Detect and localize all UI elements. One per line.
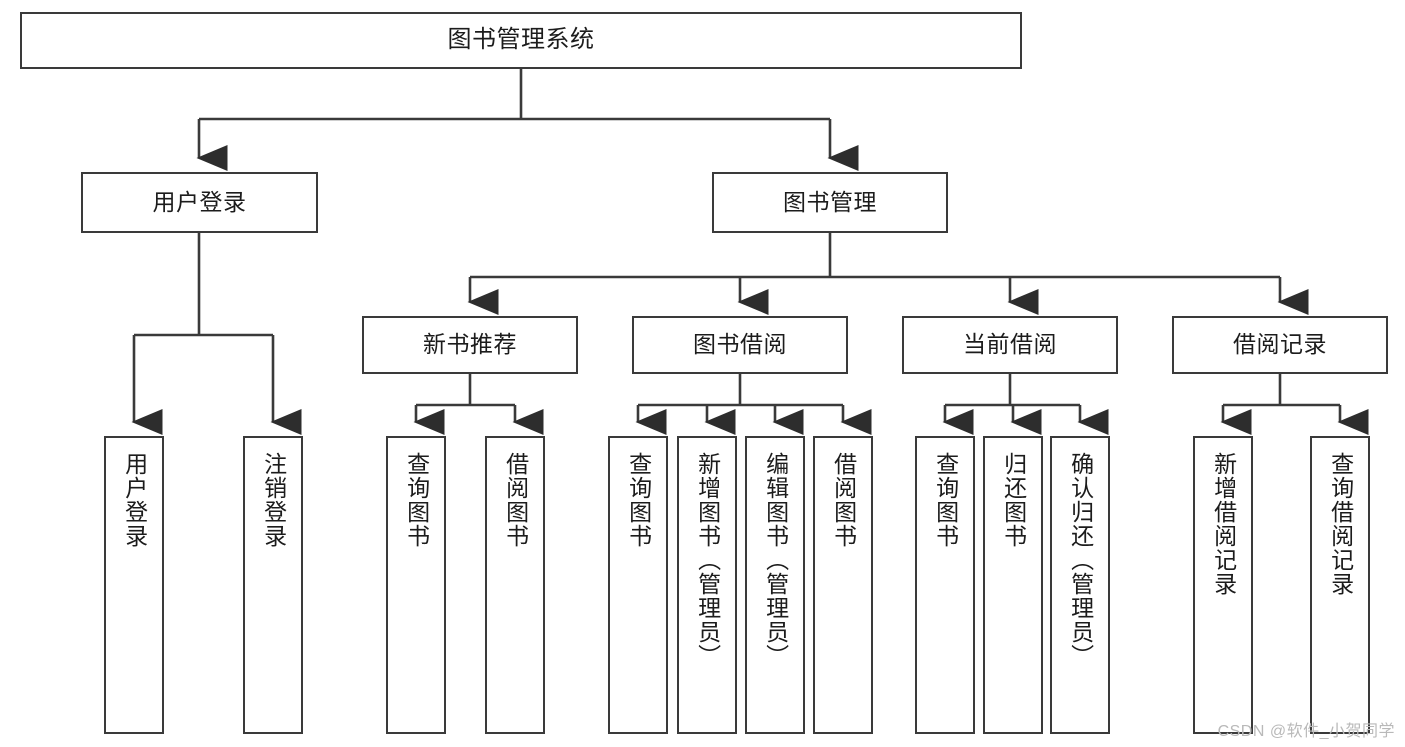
leaf-query-book-c[interactable]: 查询图书 <box>915 436 975 734</box>
node-current-borrow[interactable]: 当前借阅 <box>902 316 1118 374</box>
leaf-user-login-label: 用户登录 <box>121 452 148 548</box>
node-user-login-label: 用户登录 <box>152 188 247 215</box>
node-root[interactable]: 图书管理系统 <box>20 12 1022 69</box>
node-book-borrow[interactable]: 图书借阅 <box>632 316 848 374</box>
leaf-return-book-label: 归还图书 <box>1000 452 1027 548</box>
leaf-logout-label: 注销登录 <box>260 452 287 548</box>
leaf-query-book-c-label: 查询图书 <box>932 452 959 548</box>
leaf-logout[interactable]: 注销登录 <box>243 436 303 734</box>
leaf-query-book-a-label: 查询图书 <box>403 452 430 548</box>
node-current-borrow-label: 当前借阅 <box>963 331 1057 358</box>
leaf-borrow-book-b-label: 借阅图书 <box>830 452 857 548</box>
leaf-query-book-b-label: 查询图书 <box>625 452 652 548</box>
node-book-manage[interactable]: 图书管理 <box>712 172 948 233</box>
leaf-user-login[interactable]: 用户登录 <box>104 436 164 734</box>
leaf-query-book-b[interactable]: 查询图书 <box>608 436 668 734</box>
leaf-confirm-return-label: 确认归还（管理员） <box>1067 452 1094 668</box>
csdn-watermark: CSDN @软件_小贺同学 <box>1217 723 1395 740</box>
node-new-book-rec-label: 新书推荐 <box>423 331 517 358</box>
node-root-label: 图书管理系统 <box>447 26 595 54</box>
node-new-book-rec[interactable]: 新书推荐 <box>362 316 578 374</box>
leaf-edit-book-label: 编辑图书（管理员） <box>762 452 789 668</box>
leaf-borrow-book-b[interactable]: 借阅图书 <box>813 436 873 734</box>
leaf-query-record[interactable]: 查询借阅记录 <box>1310 436 1370 734</box>
node-borrow-record[interactable]: 借阅记录 <box>1172 316 1388 374</box>
node-user-login[interactable]: 用户登录 <box>81 172 318 233</box>
leaf-query-book-a[interactable]: 查询图书 <box>386 436 446 734</box>
node-book-manage-label: 图书管理 <box>783 188 877 215</box>
leaf-add-record-label: 新增借阅记录 <box>1210 452 1237 596</box>
leaf-add-book[interactable]: 新增图书（管理员） <box>677 436 737 734</box>
leaf-borrow-book-a-label: 借阅图书 <box>502 452 529 548</box>
leaf-borrow-book-a[interactable]: 借阅图书 <box>485 436 545 734</box>
node-book-borrow-label: 图书借阅 <box>693 331 787 358</box>
leaf-add-record[interactable]: 新增借阅记录 <box>1193 436 1253 734</box>
node-borrow-record-label: 借阅记录 <box>1233 331 1327 358</box>
leaf-query-record-label: 查询借阅记录 <box>1327 452 1354 596</box>
leaf-confirm-return[interactable]: 确认归还（管理员） <box>1050 436 1110 734</box>
leaf-add-book-label: 新增图书（管理员） <box>694 452 721 668</box>
leaf-edit-book[interactable]: 编辑图书（管理员） <box>745 436 805 734</box>
leaf-return-book[interactable]: 归还图书 <box>983 436 1043 734</box>
